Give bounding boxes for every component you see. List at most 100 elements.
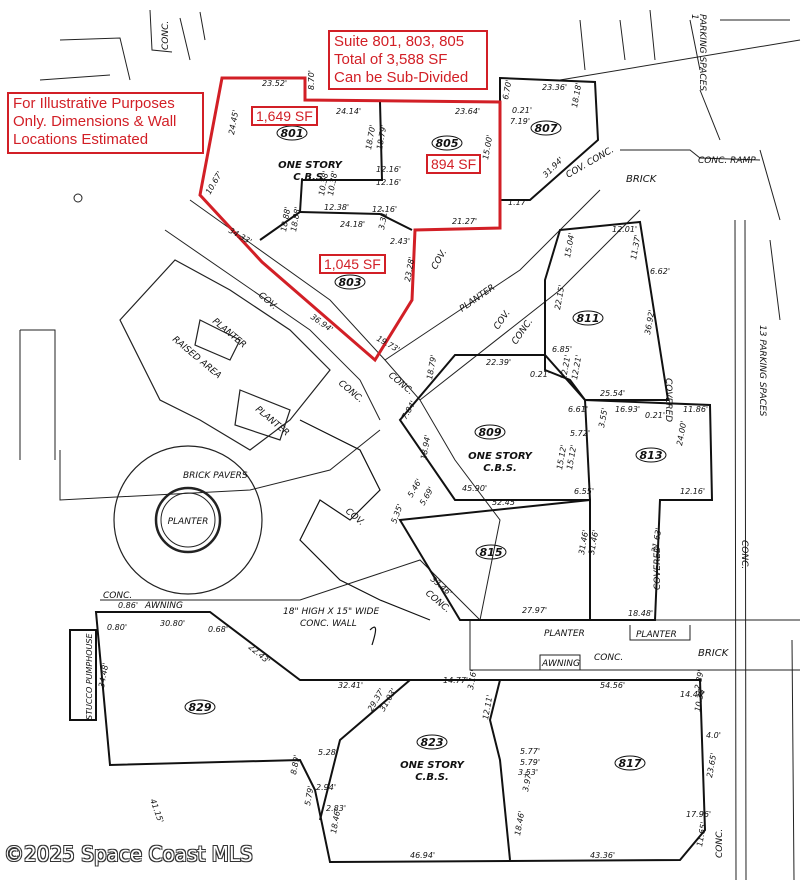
dimension-label: 30.80': [160, 619, 185, 628]
svg-text:PLANTER: PLANTER: [544, 629, 585, 639]
svg-text:CONC. WALL: CONC. WALL: [300, 619, 357, 629]
unit-801: 801: [281, 127, 304, 140]
dimension-label: 23.65': [705, 752, 718, 778]
dimension-label: 14.40': [680, 690, 705, 699]
suite-callout-line: Can be Sub-Divided: [334, 69, 469, 86]
dimension-label: 23.52': [262, 79, 287, 88]
dimension-label: 12.16': [376, 165, 401, 174]
dimension-label: 0.80': [107, 623, 127, 632]
unit-803: 803: [339, 276, 362, 289]
dimension-label: 0.21': [530, 370, 550, 379]
dimension-label: 5.79': [303, 785, 315, 806]
dimension-label: 10.38': [326, 170, 339, 196]
walkways: [59, 189, 800, 671]
right-buildings: [398, 220, 714, 621]
svg-text:ONE STORY: ONE STORY: [278, 160, 343, 171]
dimension-label: 12.16': [680, 487, 705, 496]
sf-label-803: 1,045 SF: [319, 254, 386, 274]
dimension-label: 16.93': [615, 405, 640, 414]
dimension-label: 18.46': [329, 808, 342, 834]
svg-text:C.B.S.: C.B.S.: [415, 772, 449, 783]
dimension-label: 3.16': [466, 669, 478, 690]
unit-813: 813: [640, 449, 663, 462]
unit-805: 805: [436, 137, 459, 150]
dimension-label: 12.16': [372, 205, 397, 214]
dimension-label: 17.96': [686, 810, 711, 819]
dimension-label: 36.92': [643, 309, 656, 335]
dimension-label: 2.94': [316, 783, 336, 792]
dimension-label: 31.63': [650, 527, 663, 553]
unit-815: 815: [480, 546, 503, 559]
svg-text:AWNING: AWNING: [541, 659, 580, 669]
dimension-label: 11.65': [695, 821, 708, 847]
svg-text:ONE STORY: ONE STORY: [400, 760, 465, 771]
dimension-label: 4.0': [706, 731, 721, 740]
dimension-label: 23.36': [542, 83, 567, 92]
dimension-label: 5.79': [520, 758, 540, 767]
dimension-label: 52.45': [492, 498, 517, 507]
disclaimer-callout: For Illustrative Purposes Only. Dimensio…: [7, 92, 204, 154]
dimension-label: 3.31': [377, 209, 389, 230]
dimension-label: 46.94': [410, 851, 435, 860]
svg-text:1: 1: [689, 14, 699, 20]
svg-text:AWNING: AWNING: [144, 601, 183, 611]
svg-text:BRICK: BRICK: [698, 648, 730, 659]
dimension-label: 18.18': [570, 82, 583, 108]
dimension-label: 15.12': [555, 444, 568, 470]
dimension-label: 2.83': [326, 804, 346, 813]
dimension-label: 6.55': [574, 487, 594, 496]
dimension-label: 18.48': [628, 609, 653, 618]
dimension-label: 12.38': [324, 203, 349, 212]
svg-text:C.B.S.: C.B.S.: [293, 172, 327, 183]
dimension-label: 5.28': [318, 748, 338, 757]
dimension-label: 2.43': [390, 237, 410, 246]
dimension-label: 11.86': [683, 405, 708, 414]
dimension-label: 0.21': [645, 411, 665, 420]
sf-label-801: 1,649 SF: [251, 106, 318, 126]
dimension-label: 3.53': [518, 768, 538, 777]
dimension-label: 7.19': [510, 117, 530, 126]
dimension-label: 43.36': [590, 851, 615, 860]
dimension-label: 8.89': [289, 754, 301, 775]
dimension-label: 18.70': [364, 124, 377, 150]
svg-text:PLANTER: PLANTER: [168, 517, 209, 527]
dimension-label: 23.64': [455, 107, 480, 116]
dimension-label: 5.77': [520, 747, 540, 756]
dimension-label: 34.48': [97, 662, 110, 688]
sf-label-805: 894 SF: [426, 154, 482, 174]
dimension-label: 54.56': [600, 681, 625, 690]
dimension-label: 18.88': [279, 206, 292, 232]
unit-829: 829: [189, 701, 212, 714]
dimension-label: 10.38': [317, 170, 330, 196]
dimension-label: 3.97': [521, 771, 533, 792]
one-story-labels: ONE STORY C.B.S. ONE STORY C.B.S. ONE ST…: [278, 160, 533, 783]
suite-callout-line: Total of 3,588 SF: [334, 51, 448, 68]
dimension-label: 31.46': [577, 529, 590, 555]
svg-text:BRICK: BRICK: [626, 174, 658, 185]
svg-text:CONC.: CONC.: [103, 591, 132, 601]
dimension-label: 12.01': [612, 225, 637, 234]
dimension-label: 18.94': [419, 434, 432, 460]
dimension-label: 27.97': [522, 606, 547, 615]
dimension-label: 31.46': [587, 529, 600, 555]
disclaimer-line: Locations Estimated: [13, 131, 149, 148]
svg-text:13 PARKING SPACES: 13 PARKING SPACES: [757, 325, 767, 417]
dimension-label: 10.35': [693, 686, 706, 712]
mls-watermark: ©2025 Space Coast MLS: [4, 842, 253, 866]
dimension-label: 0.21': [512, 106, 532, 115]
dimension-label: 6.62': [650, 267, 670, 276]
svg-text:C.B.S.: C.B.S.: [483, 463, 517, 474]
dimension-label: 11.37': [629, 234, 642, 260]
dimension-label: 18.79': [375, 124, 388, 150]
dimension-label: 22.39': [486, 358, 511, 367]
dimension-label: 21.27': [452, 217, 477, 226]
suite-callout: Suite 801, 803, 805 Total of 3,588 SF Ca…: [328, 30, 488, 90]
dimension-label: 12.21': [570, 354, 583, 380]
dimension-label: 25.54': [600, 389, 625, 398]
disclaimer-line: For Illustrative Purposes: [13, 95, 175, 112]
dimension-label: 2.89': [693, 669, 705, 690]
svg-text:PLANTER: PLANTER: [636, 630, 677, 640]
dimension-label: 45.90': [462, 484, 487, 493]
dimension-label: 3.55': [597, 407, 609, 428]
